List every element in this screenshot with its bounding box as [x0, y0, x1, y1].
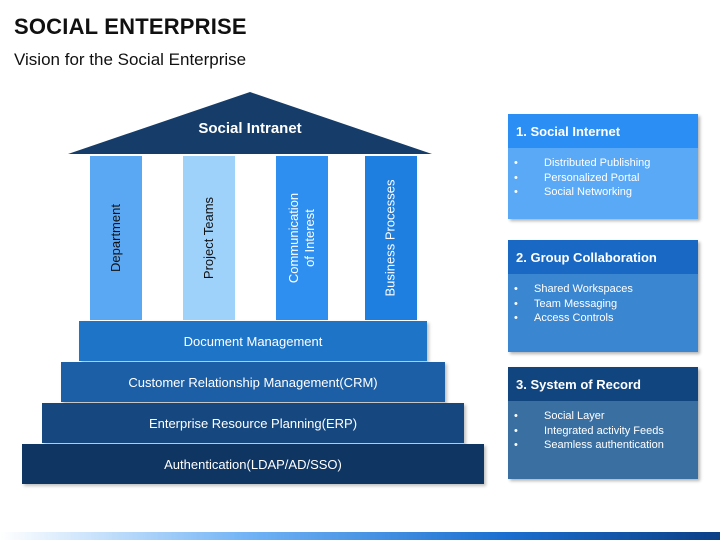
- list-item: •Team Messaging: [514, 297, 618, 310]
- panel-title: 3. System of Record: [508, 367, 698, 401]
- pillar-label: Department: [108, 204, 124, 272]
- list-item: •Personalized Portal: [514, 171, 640, 184]
- page-subtitle: Vision for the Social Enterprise: [14, 50, 247, 69]
- pillar-label-line2: of Interest: [302, 209, 318, 267]
- list-item: •Shared Workspaces: [514, 283, 633, 295]
- list-item: •Social Networking: [514, 186, 633, 198]
- pillar-label-line1: Communication: [286, 192, 302, 284]
- list-item: •Access Controls: [514, 312, 614, 324]
- step-crm: Customer Relationship Management(CRM): [61, 362, 445, 402]
- list-item: •Social Layer: [514, 410, 605, 422]
- panel-title: 1. Social Internet: [508, 114, 698, 148]
- pillar-business-processes: Business Processes: [365, 156, 417, 320]
- list-item: •Integrated activity Feeds: [514, 424, 664, 437]
- page-title: SOCIAL ENTERPRISE: [14, 14, 247, 39]
- panel-system-of-record: 3. System of Record •Social Layer •Integ…: [508, 367, 698, 479]
- step-document-management: Document Management: [79, 321, 427, 361]
- pillar-label: Project Teams: [201, 196, 217, 280]
- list-item: •Distributed Publishing: [514, 157, 651, 169]
- pillar-department: Department: [90, 156, 142, 320]
- step-erp: Enterprise Resource Planning(ERP): [42, 403, 464, 443]
- pillar-label: Business Processes: [383, 179, 398, 297]
- panel-title: 2. Group Collaboration: [508, 240, 698, 274]
- roof-triangle: [68, 92, 432, 154]
- list-item: •Seamless authentication: [514, 439, 664, 451]
- panel-social-internet: 1. Social Internet •Distributed Publishi…: [508, 114, 698, 219]
- step-authentication: Authentication(LDAP/AD/SSO): [22, 444, 484, 484]
- panel-body: •Social Layer •Integrated activity Feeds…: [508, 401, 698, 479]
- panel-group-collaboration: 2. Group Collaboration •Shared Workspace…: [508, 240, 698, 352]
- pillar-project-teams: Project Teams: [183, 156, 235, 320]
- decorative-gradient-bar: [0, 532, 720, 540]
- panel-body: •Shared Workspaces •Team Messaging •Acce…: [508, 274, 698, 352]
- roof-label: Social Intranet: [198, 120, 302, 137]
- pillar-communication-of-interest: Communication of Interest: [276, 156, 328, 320]
- pillar-label: Communication of Interest: [286, 193, 318, 283]
- panel-body: •Distributed Publishing •Personalized Po…: [508, 148, 698, 219]
